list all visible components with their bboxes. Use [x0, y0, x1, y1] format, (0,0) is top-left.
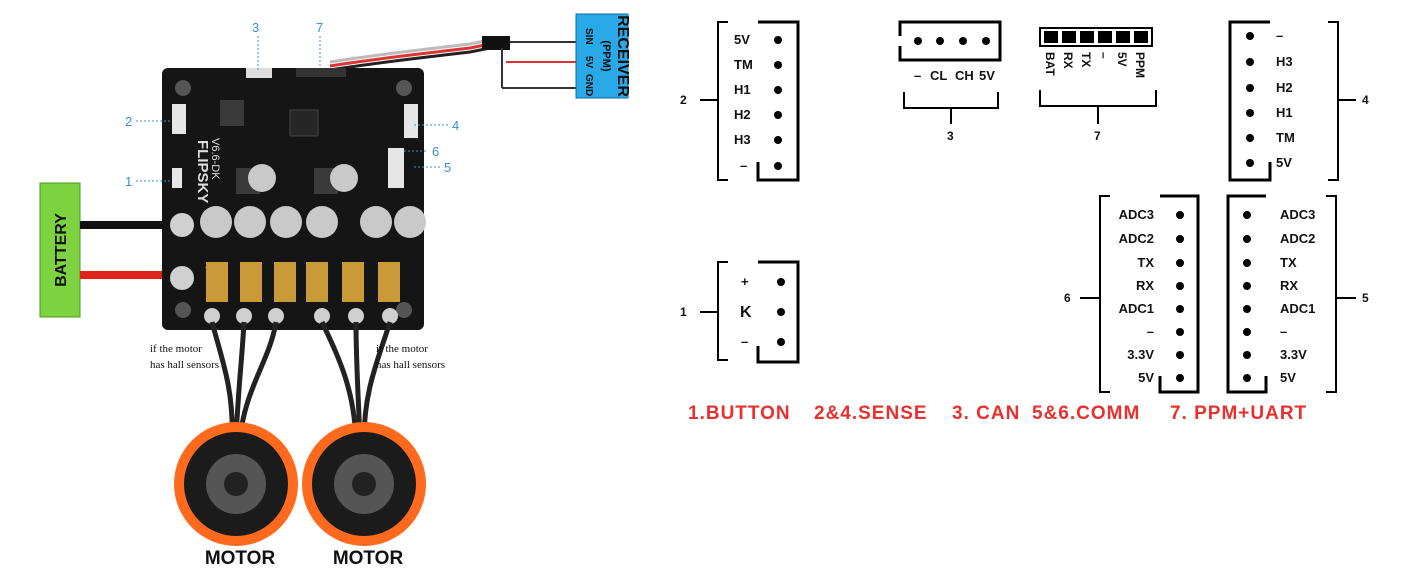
legend-comm: 5&6.COMM	[1032, 403, 1140, 424]
connector-5-number: 5	[1362, 291, 1369, 305]
callout-5: 5	[444, 160, 451, 175]
c6-label-5v: 5V	[1138, 370, 1154, 385]
c6-label-adc1: ADC1	[1119, 301, 1154, 316]
c7-label-ppm: PPM	[1133, 52, 1147, 78]
c7-label-5v: 5V	[1115, 52, 1129, 67]
legend-ppm-uart: 7. PPM+UART	[1170, 403, 1307, 424]
legend-can: 3. CAN	[952, 403, 1020, 424]
hall-note-left-2: has hall sensors	[150, 359, 219, 371]
motor-label-left: MOTOR	[205, 548, 276, 569]
capacitors	[200, 164, 426, 238]
hall-note-right-2: has hall sensors	[376, 359, 445, 371]
connector-2-number: 2	[680, 93, 687, 107]
c2-label-h1: H1	[734, 82, 751, 97]
c5-label-rx: RX	[1280, 278, 1298, 293]
c7-label-gnd: –	[1097, 52, 1111, 59]
c5-label-gnd: –	[1280, 324, 1287, 339]
c2-label-tm: TM	[734, 57, 753, 72]
c6-label-gnd: –	[1147, 324, 1154, 339]
connector-1: 1 + K –	[680, 260, 800, 364]
c5-label-tx: TX	[1280, 255, 1297, 270]
hall-note-right-1: if the motor	[376, 343, 428, 355]
c4-label-5v: 5V	[1276, 155, 1292, 170]
c7-label-rx: RX	[1061, 52, 1075, 69]
callout-3: 3	[252, 20, 259, 35]
c3-label-cl: CL	[930, 68, 947, 83]
c2-label-5v: 5V	[734, 32, 750, 47]
battery-label: BATTERY	[53, 213, 70, 287]
receiver-sub: (PPM)	[600, 40, 612, 72]
connector-6-number: 6	[1064, 291, 1071, 305]
connector-7: BAT RX TX – 5V PPM 7	[1039, 27, 1157, 143]
connector-4-number: 4	[1362, 93, 1369, 107]
c4-label-tm: TM	[1276, 130, 1295, 145]
motor-left	[174, 422, 298, 546]
motor-right	[302, 422, 426, 546]
c4-label-h2: H2	[1276, 80, 1293, 95]
c4-label-gnd: –	[1276, 28, 1283, 43]
c5-label-adc3: ADC3	[1280, 207, 1315, 222]
c2-label-h3: H3	[734, 132, 751, 147]
receiver-title: RECEIVER	[614, 15, 631, 97]
hall-note-left-1: if the motor	[150, 343, 202, 355]
callout-7: 7	[316, 20, 323, 35]
c4-label-h1: H1	[1276, 105, 1293, 120]
connector-3-number: 3	[947, 129, 954, 143]
connector-6: 6 ADC3 ADC2 TX RX ADC1 – 3.3V 5V	[1064, 194, 1200, 394]
c2-label-h2: H2	[734, 107, 751, 122]
c1-label-plus: +	[741, 274, 749, 289]
receiver-pin-5v: 5V	[583, 56, 594, 69]
receiver-wires	[329, 36, 580, 89]
receiver-pin-gnd: GND	[583, 74, 594, 96]
c7-label-tx: TX	[1079, 52, 1093, 67]
board-version: V6.6-DK	[209, 138, 221, 180]
callout-1: 1	[125, 174, 132, 189]
c2-label-gnd: –	[740, 158, 747, 173]
callout-6: 6	[432, 144, 439, 159]
motor-label-right: MOTOR	[333, 548, 404, 569]
connector-5: ADC3 ADC2 TX RX ADC1 – 3.3V 5V 5	[1226, 194, 1369, 394]
c6-label-tx: TX	[1137, 255, 1154, 270]
c3-label-5v: 5V	[979, 68, 995, 83]
connector-3: – CL CH 5V 3	[898, 20, 1002, 143]
connector-4: – H3 H2 H1 TM 5V 4	[1228, 20, 1369, 182]
connector-2: 2 5V TM H1 H2 H3 –	[680, 20, 800, 182]
c6-label-adc2: ADC2	[1119, 231, 1154, 246]
connector-7-number: 7	[1094, 129, 1101, 143]
c6-label-3v3: 3.3V	[1127, 347, 1154, 362]
battery-box: BATTERY	[39, 182, 178, 318]
c6-label-rx: RX	[1136, 278, 1154, 293]
c5-label-3v3: 3.3V	[1280, 347, 1307, 362]
receiver-pin-sin: SIN	[583, 28, 594, 45]
c3-label-ch: CH	[955, 68, 974, 83]
legend: 1.BUTTON 2&4.SENSE 3. CAN 5&6.COMM 7. PP…	[688, 403, 1307, 424]
esc-board: FLIPSKY V6.6-DK +	[162, 68, 426, 330]
c5-label-5v: 5V	[1280, 370, 1296, 385]
callout-2: 2	[125, 114, 132, 129]
c3-label-gnd: –	[914, 68, 921, 83]
legend-sense: 2&4.SENSE	[814, 403, 928, 424]
c6-label-adc3: ADC3	[1119, 207, 1154, 222]
callout-4: 4	[452, 118, 459, 133]
c4-label-h3: H3	[1276, 54, 1293, 69]
connector-1-number: 1	[680, 305, 687, 319]
c1-label-minus: –	[741, 334, 748, 349]
c1-label-k: K	[740, 304, 752, 321]
c5-label-adc1: ADC1	[1280, 301, 1315, 316]
c5-label-adc2: ADC2	[1280, 231, 1315, 246]
mosfets	[206, 262, 400, 302]
legend-button: 1.BUTTON	[688, 403, 791, 424]
photo-callouts: 3 7 2 1 4 6 5	[125, 20, 459, 189]
c7-label-bat: BAT	[1043, 52, 1057, 76]
board-brand: FLIPSKY	[194, 140, 211, 203]
receiver-box: RECEIVER (PPM) SIN 5V GND	[575, 13, 631, 99]
